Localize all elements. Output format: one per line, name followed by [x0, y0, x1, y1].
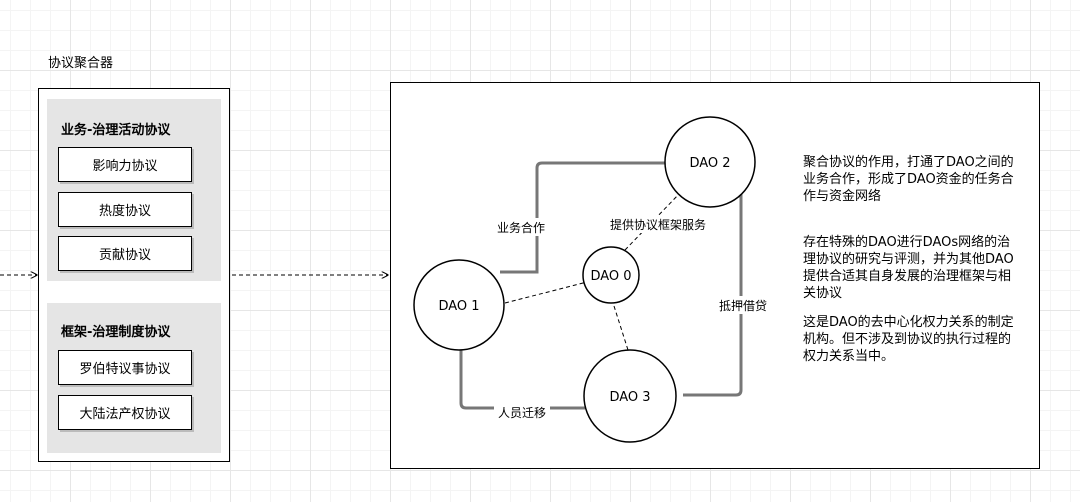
dashed-dao0-dao2: [624, 192, 681, 251]
edge-label-bg: [493, 218, 549, 236]
note-power-structure: 这是DAO的去中心化权力关系的制定机构。但不涉及到协议的执行过程的权力关系当中。: [803, 315, 1014, 364]
dao2-label: DAO 2: [689, 156, 730, 171]
protocol-contribution[interactable]: 贡献协议: [58, 236, 192, 271]
edge-label-mortgage: 抵押借贷: [719, 299, 767, 313]
edge-mortgage: [683, 194, 743, 397]
edge-label-migration: 人员迁移: [498, 406, 546, 420]
edge-label-bg: [606, 215, 710, 233]
protocol-aggregator-box: 业务-治理活动协议 影响力协议 热度协议 贡献协议 框架-治理制度协议 罗伯特议…: [38, 88, 230, 462]
edge-label-business: 业务合作: [497, 220, 545, 235]
protocol-popularity[interactable]: 热度协议: [58, 192, 192, 227]
dao0-node[interactable]: [582, 246, 640, 304]
dao0-label: DAO 0: [590, 269, 631, 284]
group-framework-governance: 框架-治理制度协议 罗伯特议事协议 大陆法产权协议: [47, 303, 221, 453]
edge-label-bg: [715, 296, 771, 314]
note-aggregator-role: 聚合协议的作用，打通了DAO之间的业务合作，形成了DAO资金的任务合作与资金网络: [803, 155, 1014, 204]
edge-label-framework: 提供协议框架服务: [610, 217, 706, 232]
edge-label-bg: [494, 403, 550, 421]
dao3-label: DAO 3: [609, 390, 650, 405]
dao3-node[interactable]: [583, 349, 677, 443]
dao1-node[interactable]: [413, 259, 505, 351]
group-title: 框架-治理制度协议: [61, 325, 171, 340]
edge-migration: [459, 350, 585, 410]
dashed-dao0-dao3: [613, 305, 629, 351]
group-title: 业务-治理活动协议: [61, 123, 171, 138]
protocol-robert-rules[interactable]: 罗伯特议事协议: [58, 350, 192, 385]
protocol-influence[interactable]: 影响力协议: [58, 147, 192, 182]
group-business-governance: 业务-治理活动协议 影响力协议 热度协议 贡献协议: [47, 99, 221, 281]
protocol-civil-law-property[interactable]: 大陆法产权协议: [58, 395, 192, 430]
dashed-dao1-dao0: [504, 281, 588, 304]
edge-business: [500, 161, 665, 274]
dao1-label: DAO 1: [438, 299, 479, 314]
dao2-node[interactable]: [664, 116, 756, 208]
note-special-dao: 存在特殊的DAO进行DAOs网络的治理协议的研究与评测，并为其他DAO提供合适其…: [803, 235, 1014, 301]
aggregator-title: 协议聚合器: [48, 56, 114, 71]
